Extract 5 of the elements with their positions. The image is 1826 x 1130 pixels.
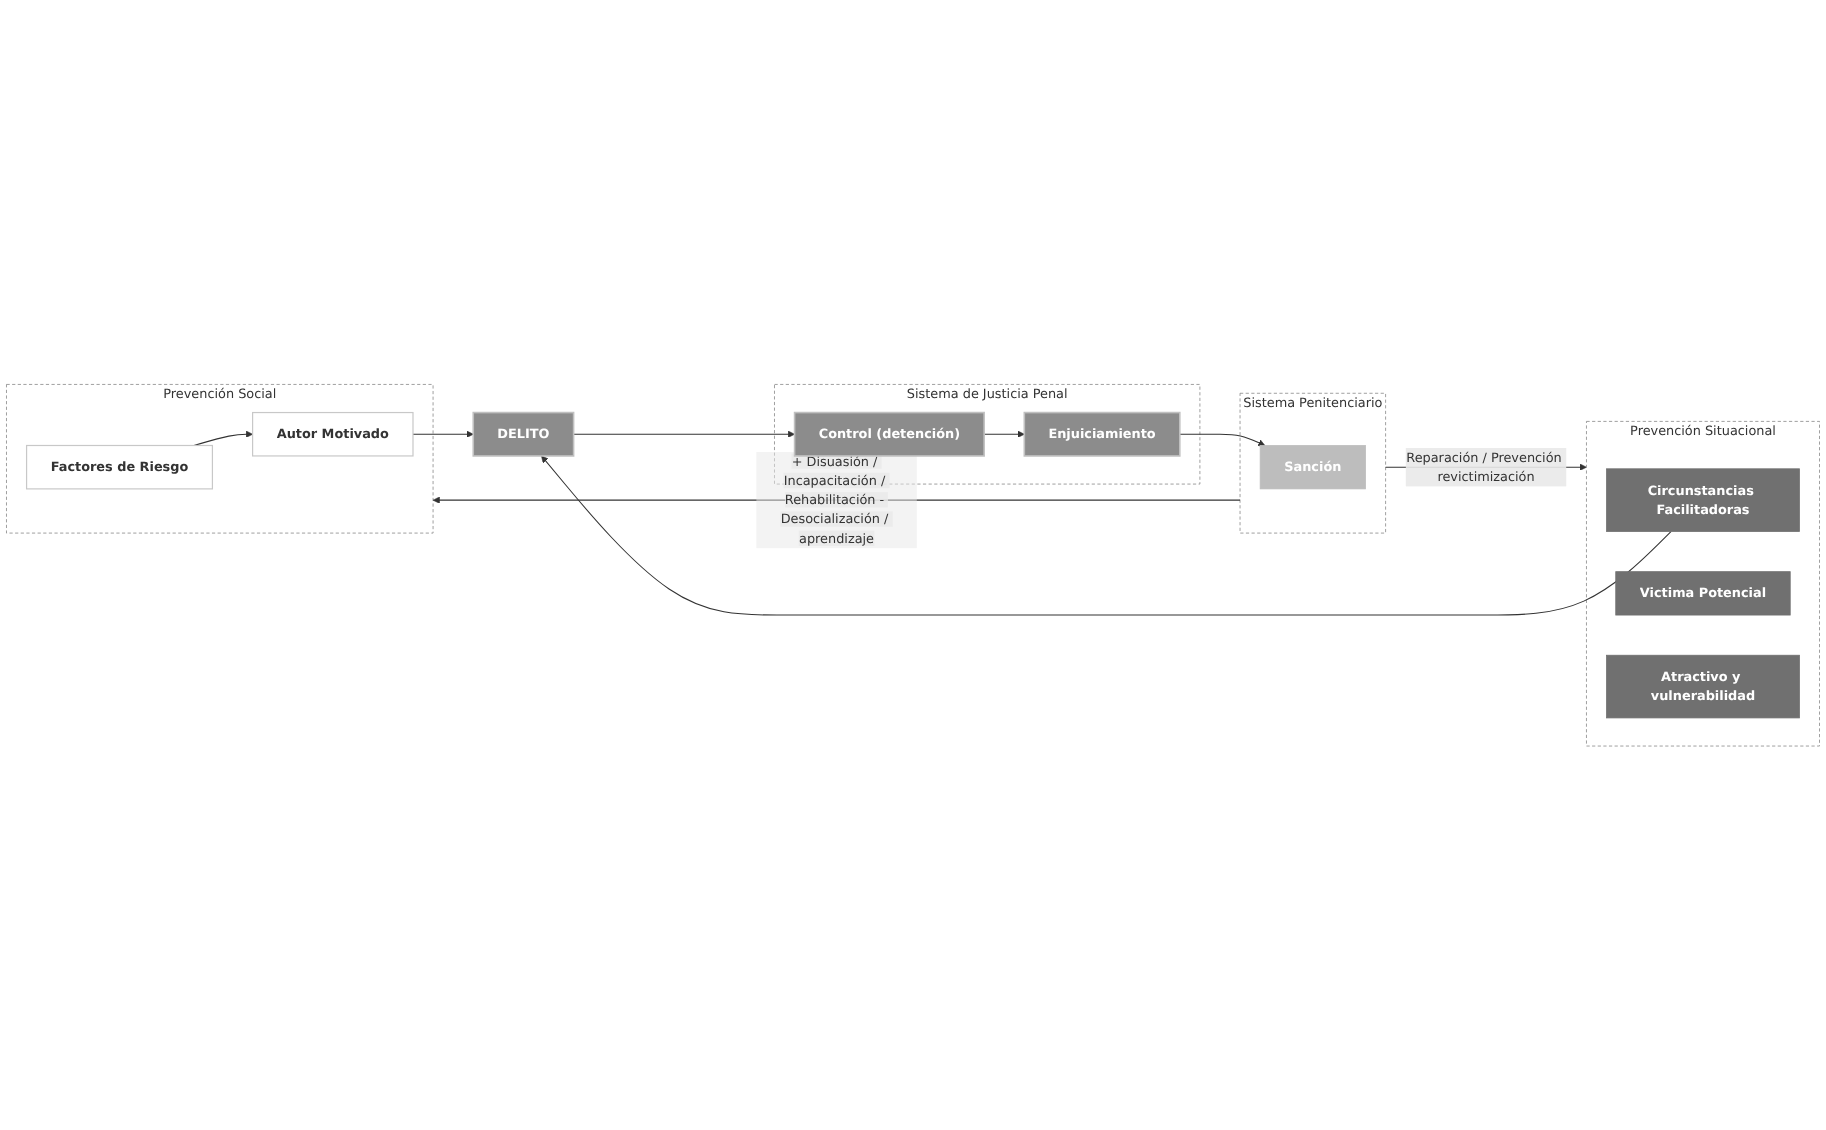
arrow xyxy=(1179,433,1266,446)
arrow xyxy=(412,430,474,438)
arrow xyxy=(983,430,1025,438)
arrow xyxy=(193,430,253,446)
arrow xyxy=(573,430,795,438)
